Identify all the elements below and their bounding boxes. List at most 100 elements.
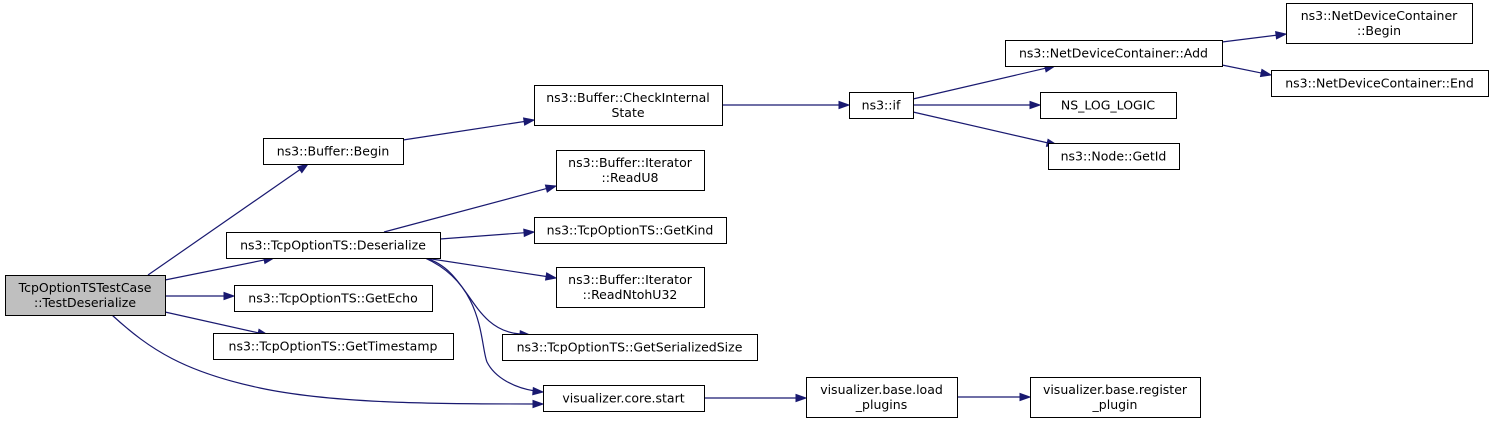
node-box[interactable] [502, 334, 758, 361]
node-label-line: State [611, 105, 644, 120]
arrowhead [1275, 31, 1288, 40]
edge-root-to-buffer-begin [147, 163, 310, 276]
node-buffer-begin[interactable]: ns3::Buffer::Begin [263, 138, 404, 165]
node-tcpoption-getkind[interactable]: ns3::TcpOptionTS::GetKind [534, 217, 727, 244]
edge-line [424, 257, 548, 278]
node-ns3-if[interactable]: ns3::if [849, 92, 914, 119]
arrowhead [522, 117, 536, 126]
node-netdevicecontainer-end[interactable]: ns3::NetDeviceContainer::End [1271, 70, 1489, 97]
node-box[interactable] [1048, 143, 1180, 170]
edge-ns3-if-to-ns-log-logic [913, 100, 1042, 110]
node-box[interactable] [213, 333, 454, 360]
node-tcpoption-getserializedsize[interactable]: ns3::TcpOptionTS::GetSerializedSize [502, 334, 758, 361]
arrowhead [532, 386, 545, 396]
node-label-line: ns3::Buffer::Begin [277, 144, 390, 159]
edge-buffer-checkinternalstate-to-ns3-if [722, 100, 851, 110]
edge-line [912, 67, 1047, 100]
node-label-line: ns3::Buffer::Iterator [568, 155, 693, 170]
edge-tcpoption-deserialize-to-tcpoption-getkind [439, 228, 536, 240]
node-tcpoption-getecho[interactable]: ns3::TcpOptionTS::GetEcho [234, 285, 433, 312]
node-root[interactable]: TcpOptionTSTestCase::TestDeserialize [5, 275, 166, 316]
node-label-line: ::Begin [1357, 23, 1401, 38]
node-label-line: ::ReadNtohU32 [583, 287, 678, 302]
node-label-line: ns3::TcpOptionTS::GetEcho [248, 291, 417, 306]
arrowhead [544, 184, 558, 193]
node-iterator-readu8[interactable]: ns3::Buffer::Iterator::ReadU8 [556, 150, 705, 191]
node-box[interactable] [226, 232, 441, 259]
node-label-line: ns3::Node::GetId [1061, 149, 1167, 164]
node-box[interactable] [543, 385, 705, 412]
node-box[interactable] [1005, 40, 1223, 67]
node-visualizer-core-start[interactable]: visualizer.core.start [543, 385, 705, 412]
node-visualizer-base-load-plugins[interactable]: visualizer.base.load_plugins [806, 377, 958, 418]
node-label-line: visualizer.base.load [820, 382, 943, 397]
node-label-line: ns3::NetDeviceContainer::End [1285, 76, 1474, 91]
node-label-line: _plugin [1092, 397, 1138, 412]
arrowhead [532, 399, 545, 409]
node-box[interactable] [806, 377, 958, 418]
node-label-line: TcpOptionTSTestCase [18, 280, 152, 295]
edge-line [424, 257, 536, 392]
node-label-line: _plugins [855, 397, 907, 412]
node-tcpoption-deserialize[interactable]: ns3::TcpOptionTS::Deserialize [226, 232, 441, 259]
edge-tcpoption-deserialize-to-iterator-readu8 [383, 184, 558, 233]
node-node-getid[interactable]: ns3::Node::GetId [1048, 143, 1180, 170]
edge-ns3-if-to-netdevicecontainer-add [912, 64, 1057, 100]
node-box[interactable] [849, 92, 914, 119]
edge-tcpoption-deserialize-to-visualizer-core-start [424, 257, 545, 396]
arrowhead [296, 163, 310, 174]
node-box[interactable] [5, 275, 166, 316]
arrowhead [523, 228, 536, 238]
node-label-line: ns3::Buffer::Iterator [568, 272, 693, 287]
node-netdevicecontainer-begin[interactable]: ns3::NetDeviceContainer::Begin [1286, 3, 1473, 44]
node-box[interactable] [234, 285, 433, 312]
node-box[interactable] [556, 267, 705, 308]
node-box[interactable] [263, 138, 404, 165]
node-label-line: ns3::TcpOptionTS::GetTimestamp [229, 339, 438, 354]
node-ns-log-logic[interactable]: NS_LOG_LOGIC [1040, 92, 1177, 119]
edge-line [912, 111, 1049, 144]
node-box[interactable] [534, 217, 727, 244]
edge-line [439, 232, 526, 240]
node-box[interactable] [1030, 377, 1201, 418]
node-box[interactable] [534, 85, 723, 126]
edge-root-to-tcpoption-deserialize [164, 255, 276, 281]
edge-tcpoption-deserialize-to-iterator-readntohu32 [424, 257, 558, 281]
edge-visualizer-core-start-to-visualizer-base-load-plugins [704, 393, 808, 403]
node-box[interactable] [1286, 3, 1473, 44]
node-box[interactable] [1040, 92, 1177, 119]
arrowhead [795, 393, 808, 403]
edge-line [383, 187, 548, 233]
node-label-line: ns3::NetDeviceContainer::Add [1019, 46, 1208, 61]
edge-tcpoption-deserialize-to-tcpoption-getserializedsize [424, 257, 532, 339]
edge-root-to-tcpoption-gettimestamp [164, 311, 270, 337]
arrowhead [1019, 392, 1032, 402]
edge-line [164, 311, 260, 334]
edge-line [147, 168, 301, 276]
node-box[interactable] [1271, 70, 1489, 97]
edge-root-to-tcpoption-getecho [165, 291, 236, 301]
edge-buffer-begin-to-buffer-checkinternalstate [402, 117, 536, 141]
edge-line [402, 120, 526, 141]
node-box[interactable] [556, 150, 705, 191]
node-label-line: ns3::Buffer::CheckInternal [546, 90, 710, 105]
edge-root-to-visualizer-core-start [111, 314, 545, 409]
node-label-line: ns3::TcpOptionTS::GetKind [547, 223, 714, 238]
node-netdevicecontainer-add[interactable]: ns3::NetDeviceContainer::Add [1005, 40, 1223, 67]
node-label-line: ::ReadU8 [602, 170, 659, 185]
nodes-layer: TcpOptionTSTestCase::TestDeserializens3:… [5, 3, 1489, 418]
node-label-line: ns3::TcpOptionTS::Deserialize [240, 238, 426, 253]
arrowhead [838, 100, 851, 110]
node-label-line: ns3::NetDeviceContainer [1301, 8, 1458, 23]
edge-netdevicecontainer-add-to-netdevicecontainer-end [1221, 64, 1273, 78]
node-visualizer-base-register-plugin[interactable]: visualizer.base.register_plugin [1030, 377, 1201, 418]
node-iterator-readntohu32[interactable]: ns3::Buffer::Iterator::ReadNtohU32 [556, 267, 705, 308]
edge-visualizer-base-load-plugins-to-visualizer-base-register-plugin [957, 392, 1032, 402]
edge-ns3-if-to-node-getid [912, 111, 1059, 147]
node-tcpoption-gettimestamp[interactable]: ns3::TcpOptionTS::GetTimestamp [213, 333, 454, 360]
node-label-line: ns3::TcpOptionTS::GetSerializedSize [517, 340, 743, 355]
arrowhead [544, 272, 558, 281]
edge-line [164, 259, 266, 281]
